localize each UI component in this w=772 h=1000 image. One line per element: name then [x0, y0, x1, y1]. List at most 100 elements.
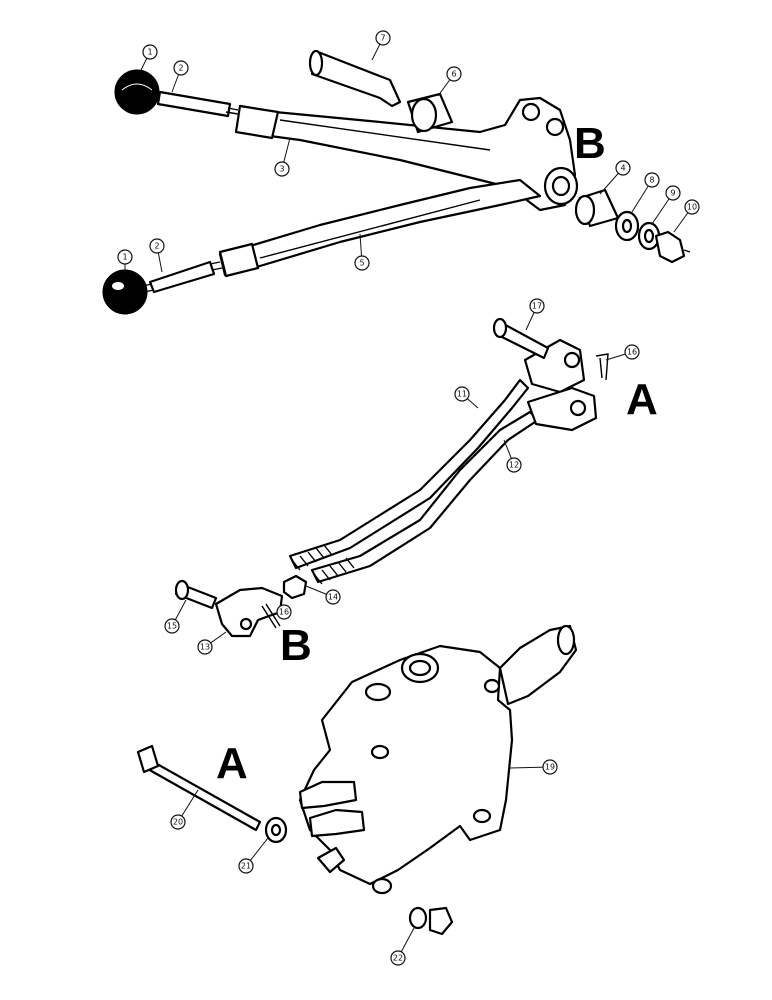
callout-2: 2 [171, 60, 189, 93]
callout-22: 22 [390, 927, 415, 966]
callout-bubble [542, 759, 558, 775]
rod-lower [141, 260, 223, 294]
valve-fitting [498, 624, 578, 706]
callout-1: 1 [117, 249, 133, 272]
callout-10: 10 [673, 199, 700, 233]
callout-12: 12 [503, 439, 522, 473]
callout-6: 6 [437, 66, 462, 97]
washer-22 [408, 906, 428, 930]
nut-22 [428, 906, 454, 936]
callout-bubble [117, 249, 133, 265]
sleeve-lower [218, 242, 260, 278]
callout-number: 1 [122, 253, 127, 262]
callout-21: 21 [238, 837, 269, 874]
valve-body [298, 644, 514, 886]
callout-number: 2 [178, 64, 183, 73]
callout-number: 1 [147, 48, 152, 57]
pivot-hole-upper [521, 102, 541, 122]
callout-number: 5 [359, 259, 364, 268]
callout-14: 14 [305, 585, 341, 605]
callout-number: 17 [532, 302, 542, 311]
callout-bubble [354, 255, 370, 271]
callout-number: 22 [393, 954, 403, 963]
callout-bubble [446, 66, 462, 82]
callout-bubble [644, 172, 660, 188]
callout-15: 15 [164, 599, 187, 634]
callout-16: 16 [269, 604, 292, 620]
callout-number: 16 [627, 348, 637, 357]
bushing-4 [574, 188, 620, 228]
callout-bubble [142, 44, 158, 60]
knob-lower [102, 269, 148, 315]
bushing-6 [406, 92, 454, 134]
valve-port-small [364, 682, 392, 702]
valve-spool-lower [308, 808, 366, 838]
callout-number: 14 [328, 593, 338, 602]
view-label-b-top: B [574, 119, 606, 168]
nut-10 [654, 230, 686, 264]
callout-bubble [276, 604, 292, 620]
callout-bubble [238, 858, 254, 874]
callout-number: 7 [380, 34, 385, 43]
callout-8: 8 [631, 172, 660, 213]
valve-grease-fitting [316, 846, 346, 874]
callout-bubble [274, 161, 290, 177]
callout-number: 11 [457, 390, 467, 399]
callout-number: 13 [200, 643, 210, 652]
callout-bubble [173, 60, 189, 76]
callout-number: 3 [279, 165, 284, 174]
callout-bubble [506, 457, 522, 473]
view-label-b-lower: B [280, 621, 312, 670]
cotter-pin-upper [595, 353, 609, 381]
callout-number: 20 [173, 818, 183, 827]
callout-bubble [197, 639, 213, 655]
callout-bubble [375, 30, 391, 46]
bolt-17 [492, 317, 550, 360]
pivot-hole-mid [545, 117, 565, 137]
callout-number: 9 [670, 189, 675, 198]
callout-3: 3 [274, 137, 291, 177]
lever-arm-lower [218, 178, 542, 277]
callout-bubble [665, 185, 681, 201]
callout-4: 4 [599, 160, 631, 195]
lever-assembly [102, 49, 691, 315]
rod-upper [156, 90, 239, 118]
clevis-lower [526, 386, 598, 432]
callout-13: 13 [197, 631, 227, 655]
callout-bubble [149, 238, 165, 254]
callout-bubble [454, 386, 470, 402]
callout-16: 16 [605, 344, 640, 361]
callout-bubble [325, 589, 341, 605]
callout-bubble [170, 814, 186, 830]
callout-20: 20 [170, 789, 199, 830]
callout-1: 1 [139, 44, 158, 73]
callout-bubble [615, 160, 631, 176]
callout-number: 10 [687, 203, 697, 212]
callout-11: 11 [454, 386, 479, 409]
valve-spool-upper [298, 780, 358, 810]
callout-bubble [684, 199, 700, 215]
control-rod-assembly [288, 317, 609, 585]
control-valve [298, 624, 578, 895]
view-label-a-mid: A [626, 375, 658, 424]
clevis-group-lower [174, 574, 308, 638]
control-rod-11 [288, 378, 530, 570]
view-label-a-lower: A [216, 739, 248, 788]
callout-number: 12 [509, 461, 519, 470]
callout-number: 21 [241, 862, 251, 871]
callout-9: 9 [651, 185, 681, 225]
callout-number: 16 [279, 608, 289, 617]
pivot-pin [310, 50, 402, 108]
callout-bubble [164, 618, 180, 634]
callout-17: 17 [525, 298, 545, 331]
callout-bubble [529, 298, 545, 314]
callout-2: 2 [149, 238, 165, 273]
bolt-20 [136, 744, 262, 832]
callout-bubble [390, 950, 406, 966]
callout-number: 6 [451, 70, 456, 79]
callout-number: 15 [167, 622, 177, 631]
callout-number: 4 [620, 164, 625, 173]
